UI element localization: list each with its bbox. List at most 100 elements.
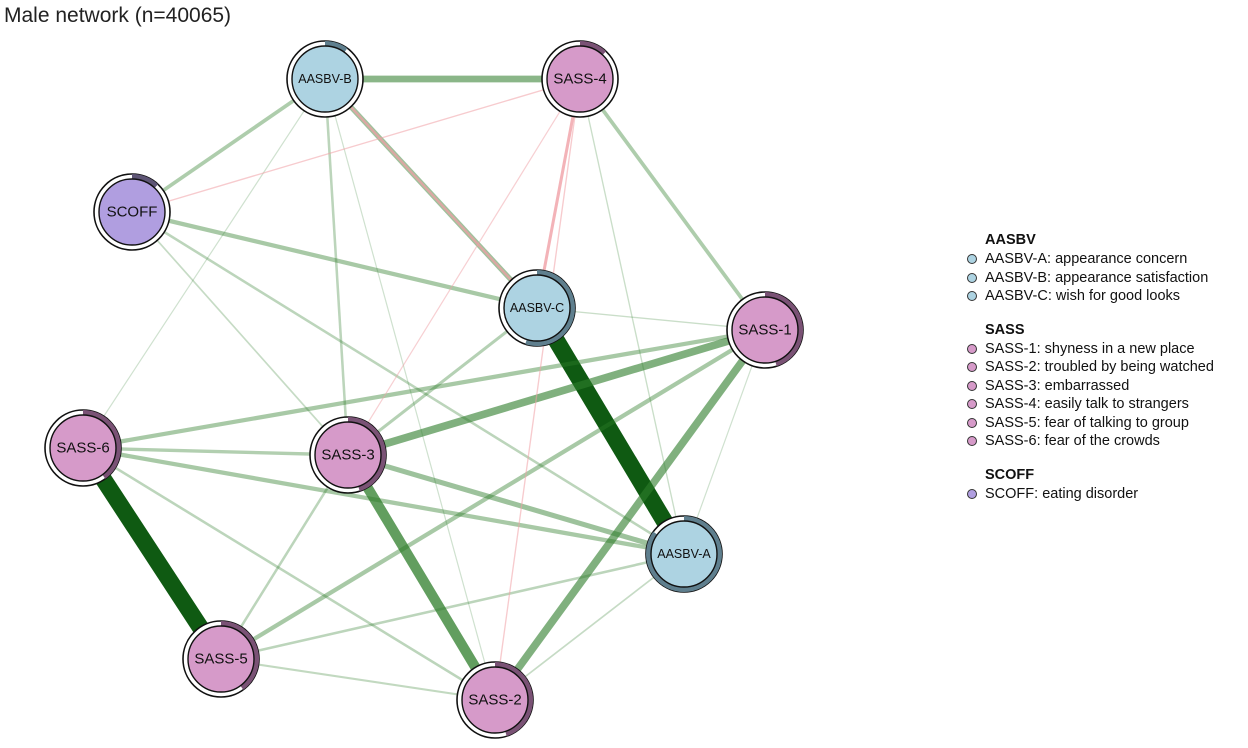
edge-scoff-aasbv-c <box>131 209 538 311</box>
edge-scoff-sass-3 <box>131 211 349 456</box>
legend-dot-icon <box>967 272 977 283</box>
legend-item-label: SASS-4: easily talk to strangers <box>985 396 1189 413</box>
legend-item-label: AASBV-C: wish for good looks <box>985 288 1181 305</box>
node-fill <box>291 45 359 113</box>
node-label: SASS-1 <box>738 322 791 339</box>
legend-item: SASS-6: fear of the crowds <box>960 432 1214 451</box>
node-label: SASS-2 <box>468 692 521 709</box>
edge-sass-4-aasbv-c <box>535 78 582 309</box>
legend-dot-icon <box>967 399 977 410</box>
node-label: SCOFF <box>107 204 158 221</box>
node-scoff[interactable]: SCOFF <box>93 173 171 251</box>
node-fill <box>461 666 529 734</box>
edge-sass-5-sass-1 <box>219 328 767 661</box>
legend-item-label: SASS-3: embarrassed <box>985 377 1130 394</box>
node-fill <box>546 45 614 113</box>
legend-dot-icon <box>967 417 977 428</box>
edge-aasbv-b-sass-3 <box>323 78 350 456</box>
node-sass-5[interactable]: SASS-5 <box>182 620 260 698</box>
legend-dot-icon <box>967 343 977 354</box>
node-aasbv-a[interactable]: AASBV-A <box>645 515 723 593</box>
edge-sass-6-sass-2 <box>82 446 496 702</box>
edge-sass-3-sass-1 <box>346 326 767 459</box>
legend-item: SASS-4: easily talk to strangers <box>960 395 1214 414</box>
edge-sass-4-aasbv-a <box>579 78 685 555</box>
edge-sass-4-sass-1 <box>578 77 767 332</box>
legend-item: AASBV-A: appearance concern <box>960 250 1214 269</box>
node-pie-arc <box>347 417 386 492</box>
edge-aasbv-a-sass-2 <box>494 553 685 701</box>
edge-sass-4-sass-3 <box>347 78 581 456</box>
node-sass-1[interactable]: SASS-1 <box>726 291 804 369</box>
node-label: SASS-6 <box>56 440 109 457</box>
node-pie-arc <box>324 41 348 53</box>
node-label: AASBV-B <box>298 72 352 86</box>
node-sass-2[interactable]: SASS-2 <box>456 661 534 739</box>
node-fill <box>49 414 117 482</box>
node-pie-arc <box>220 621 259 690</box>
legend-item-label: AASBV-B: appearance satisfaction <box>985 269 1209 286</box>
edge-scoff-aasbv-b <box>130 77 327 214</box>
legend-group-heading: SCOFF <box>985 466 1035 483</box>
node-pie-arc <box>131 174 159 189</box>
legend-item: AASBV-C: wish for good looks <box>960 287 1214 306</box>
edge-sass-3-aasbv-a <box>347 452 685 557</box>
node-label: SASS-5 <box>194 651 247 668</box>
node-fill <box>187 625 255 693</box>
diagram-title: Male network (n=40065) <box>4 4 232 27</box>
legend-dot-icon <box>967 291 977 302</box>
node-pie-arc <box>525 270 575 346</box>
legend-group-heading: SASS <box>985 321 1025 338</box>
node-sass-4[interactable]: SASS-4 <box>541 40 619 118</box>
node-fill <box>731 296 799 364</box>
edge-aasbv-b-aasbv-c <box>324 78 538 309</box>
edge-sass-4-scoff <box>131 78 581 213</box>
node-pie-arc <box>764 292 803 367</box>
node-fill <box>650 520 718 588</box>
node-pie-arc <box>494 662 533 737</box>
edge-aasbv-c-aasbv-a <box>529 303 692 559</box>
node-aasbv-c[interactable]: AASBV-C <box>498 269 576 347</box>
node-fill <box>98 178 166 246</box>
node-label: SASS-4 <box>553 71 606 88</box>
edge-sass-6-aasbv-b <box>82 78 326 449</box>
legend-dot-icon <box>967 362 977 373</box>
edge-sass-6-sass-1 <box>82 327 766 451</box>
node-label: AASBV-A <box>657 547 711 561</box>
node-sass-3[interactable]: SASS-3 <box>309 416 387 494</box>
node-sass-6[interactable]: SASS-6 <box>44 409 122 487</box>
legend-dot-icon <box>967 254 977 265</box>
node-pie-arc <box>82 410 121 479</box>
edge-scoff-aasbv-a <box>131 210 685 556</box>
legend-item-label: SASS-5: fear of talking to group <box>985 414 1189 431</box>
legend-item: SASS-1: shyness in a new place <box>960 340 1214 359</box>
legend-group-scoff: SCOFF SCOFF: eating disorder <box>960 467 1214 504</box>
edge-sass-1-sass-2 <box>491 327 769 703</box>
edge-sass-6-sass-3 <box>82 446 349 457</box>
edge-sass-1-aasbv-a <box>683 329 766 555</box>
legend-item: SASS-5: fear of talking to group <box>960 414 1214 433</box>
edge-sass-6-sass-5 <box>75 443 229 664</box>
legend-group-heading: AASBV <box>985 232 1036 248</box>
legend-item: AASBV-B: appearance satisfaction <box>960 269 1214 288</box>
legend-item: SASS-2: troubled by being watched <box>960 358 1214 377</box>
node-fill <box>314 421 382 489</box>
legend-item-label: SCOFF: eating disorder <box>985 485 1139 502</box>
edge-sass-3-aasbv-c <box>347 306 538 457</box>
legend-dot-icon <box>967 436 977 447</box>
legend-item-label: SASS-1: shyness in a new place <box>985 340 1195 357</box>
node-label: SASS-3 <box>321 447 374 464</box>
edge-layer <box>75 75 769 703</box>
node-aasbv-b[interactable]: AASBV-B <box>286 40 364 118</box>
edge-sass-5-aasbv-a <box>220 552 685 661</box>
edge-sass-6-aasbv-a <box>82 445 685 557</box>
legend-item-label: SASS-6: fear of the crowds <box>985 433 1160 450</box>
node-pie-arc <box>579 41 607 56</box>
legend-item-label: AASBV-A: appearance concern <box>985 251 1188 268</box>
legend-dot-icon <box>967 380 977 391</box>
edge-aasbv-b-sass-2 <box>324 78 496 701</box>
